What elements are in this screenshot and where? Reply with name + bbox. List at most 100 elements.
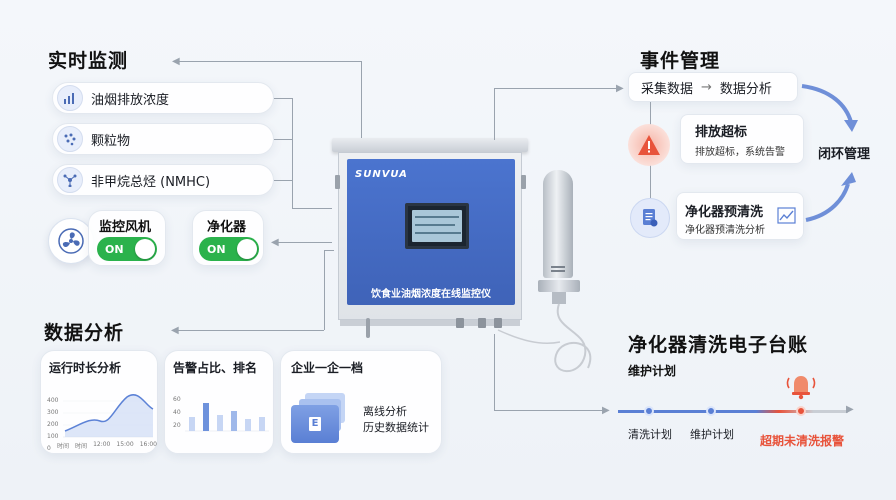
connector-line [176, 61, 362, 62]
fan-toggle[interactable]: ON [97, 237, 157, 261]
y-tick: 0 [47, 445, 51, 452]
closed-loop-arrows [801, 84, 858, 222]
x-tick: 16:00 [139, 441, 157, 448]
metric-label: 油烟排放浓度 [91, 92, 170, 108]
metric-item-particles[interactable]: 颗粒物 [52, 123, 274, 155]
flow-arrow-icon: → [701, 79, 712, 95]
timeline-dot [644, 406, 654, 416]
x-tick: 12:00 [93, 441, 111, 448]
x-tick: 时间 [75, 443, 88, 450]
molecule-icon [57, 167, 83, 193]
clean-title: 净化器预清洗 [685, 205, 764, 220]
y-tick: 40 [173, 409, 181, 416]
archive-line: 离线分析 [363, 405, 407, 418]
y-tick: 300 [47, 409, 59, 416]
bar [245, 419, 251, 431]
arrow-right-icon: ▶ [602, 405, 610, 416]
connector-line [494, 334, 495, 410]
alarm-bar-chart [185, 403, 269, 432]
alarm-bell-icon [784, 370, 818, 406]
toggle-knob [135, 239, 155, 259]
timeline-dot [796, 406, 806, 416]
timeline-label: 维护计划 [690, 428, 734, 441]
events-title: 事件管理 [640, 50, 721, 72]
device-name: 饮食业油烟浓度在线监控仪 [371, 289, 491, 300]
connector-line [276, 242, 332, 243]
timeline-alarm-label: 超期未清洗报警 [760, 434, 845, 448]
timeline-label: 清洗计划 [628, 428, 672, 441]
arrow-right-icon: ▶ [846, 404, 854, 415]
flow-end: 数据分析 [719, 81, 772, 97]
bar [217, 415, 223, 431]
archive-line: 历史数据统计 [363, 421, 429, 434]
device-top-bar [332, 138, 528, 152]
device-connector [478, 318, 486, 328]
sensor-probe [543, 170, 573, 278]
warning-icon [638, 135, 660, 155]
over-limit-card[interactable]: 排放超标 排放超标，系统告警 [680, 114, 804, 164]
flow-card[interactable]: 采集数据 → 数据分析 [628, 72, 798, 102]
ledger-title: 净化器清洗电子台账 [628, 334, 809, 356]
y-tick: 20 [173, 422, 181, 429]
particles-icon [57, 126, 83, 152]
connector-line [324, 250, 325, 330]
fan-label: 监控风机 [99, 220, 152, 235]
trend-chart-icon [777, 207, 797, 229]
connector-line [292, 98, 293, 208]
device-screen [405, 203, 469, 249]
alarm-title: 告警占比、排名 [173, 361, 258, 375]
metric-item-nmhc[interactable]: 非甲烷总烃 (NMHC) [52, 164, 274, 196]
device-latch-left [335, 175, 340, 189]
ledger-subtitle: 维护计划 [628, 364, 677, 378]
archive-card[interactable]: 企业一企一档 E 离线分析 历史数据统计 [280, 350, 442, 454]
metric-item-smoke[interactable]: 油烟排放浓度 [52, 82, 274, 114]
bar [203, 403, 209, 431]
metric-label: 颗粒物 [91, 133, 131, 149]
preclean-card[interactable]: 净化器预清洗 净化器预清洗分析 [676, 192, 804, 240]
flow-start: 采集数据 [641, 81, 694, 97]
clean-desc: 净化器预清洗分析 [685, 225, 765, 236]
y-tick: 60 [173, 396, 181, 403]
connector-line [324, 250, 334, 251]
device-connector [456, 318, 464, 328]
runtime-chart [63, 394, 154, 438]
bar-chart-icon [57, 85, 83, 111]
sensor-cable [497, 303, 592, 373]
device-panel: SUNVUA 饮食业油烟浓度在线监控仪 [347, 159, 515, 305]
timeline-track [618, 410, 848, 413]
arrow-left-icon: ◀ [171, 325, 179, 336]
analysis-title: 数据分析 [44, 322, 125, 344]
over-title: 排放超标 [695, 125, 748, 140]
archive-title: 企业一企一档 [291, 361, 364, 375]
connector-line [494, 88, 618, 89]
sensor-flange [538, 280, 580, 292]
alarm-card[interactable]: 告警占比、排名 60 40 20 [164, 350, 274, 454]
connector-line [494, 88, 495, 140]
connector-line [274, 139, 292, 140]
connector-line [292, 208, 332, 209]
connector-line [176, 330, 324, 331]
arrow-left-icon: ◀ [172, 56, 180, 67]
document-icon [630, 198, 670, 238]
device-brand: SUNVUA [355, 169, 408, 180]
metric-label: 非甲烷总烃 (NMHC) [91, 174, 211, 190]
runtime-card[interactable]: 运行时长分析 400 300 200 100 0 时间 时间 12:00 15:… [40, 350, 158, 454]
device-cable [366, 318, 370, 338]
bar [259, 417, 265, 431]
alert-badge [628, 124, 670, 166]
over-desc: 排放超标，系统告警 [695, 147, 785, 158]
purifier-card: 净化器 ON [192, 210, 264, 266]
device-connector [494, 318, 502, 328]
bar [189, 417, 195, 431]
y-tick: 400 [47, 397, 59, 404]
connector-line [494, 410, 606, 411]
sensor-base [552, 292, 566, 304]
purifier-toggle[interactable]: ON [199, 237, 259, 261]
runtime-title: 运行时长分析 [49, 361, 122, 375]
x-tick: 15:00 [116, 441, 134, 448]
bar [231, 411, 237, 431]
fan-card: 监控风机 ON [88, 210, 166, 266]
toggle-knob [237, 239, 257, 259]
realtime-title: 实时监测 [48, 50, 129, 72]
timeline-dot [706, 406, 716, 416]
